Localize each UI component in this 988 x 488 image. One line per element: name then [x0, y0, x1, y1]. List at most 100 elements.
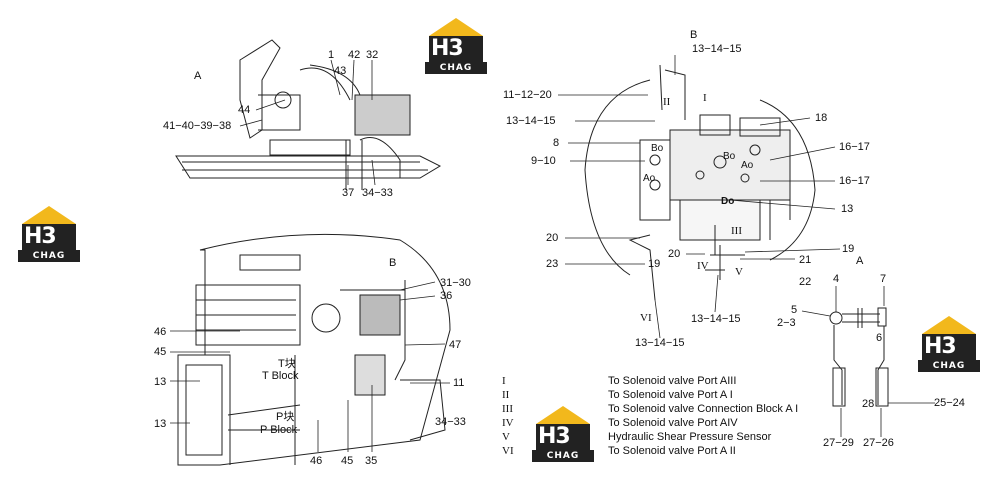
callout-31-30: 31−30 [440, 277, 471, 289]
p-block-label-cn: P块 [276, 411, 295, 423]
callout-13-upper: 13 [154, 376, 167, 388]
callout-41-38: 41−40−39−38 [163, 120, 232, 132]
t-block-label-cn: T块 [278, 358, 296, 370]
legend-text-6: To Solenoid valve Port A II [608, 445, 736, 457]
logo-house-icon [536, 406, 590, 450]
callout-13-14-15-left: 13−14−15 [506, 115, 556, 127]
port-do: Do [721, 196, 735, 207]
sensor-bracket-drawing [829, 307, 889, 407]
callout-27-29: 27−29 [823, 437, 854, 449]
logo-wordmark: CHAG [532, 450, 594, 462]
callout-13-valve: 13 [841, 203, 854, 215]
callout-34-33-top: 34−33 [362, 187, 393, 199]
logo-house-icon [922, 316, 976, 360]
callout-16-17-lower: 16−17 [839, 175, 870, 187]
brand-logo: H3 CHAG [425, 16, 487, 74]
legend-roman-6: VI [502, 445, 514, 457]
legend-text-1: To Solenoid valve Port AIII [608, 375, 737, 387]
callout-32: 32 [366, 49, 379, 61]
callout-43: 43 [334, 65, 347, 77]
callout-20-left: 20 [546, 232, 559, 244]
callout-4: 4 [833, 273, 840, 285]
legend-text-2: To Solenoid valve Port A I [608, 389, 733, 401]
logo-mark: H3 [431, 36, 464, 61]
roman-iii-valve: III [731, 225, 742, 237]
view-b-left-title: B [389, 257, 397, 269]
port-ao-left: Ao [643, 173, 656, 184]
callout-27-26: 27−26 [863, 437, 894, 449]
p-block-label-en: P Block [260, 424, 298, 436]
valve-block-drawing [584, 64, 816, 301]
legend-roman-1: I [502, 375, 506, 387]
callout-21: 21 [799, 254, 812, 266]
roman-v-valve: V [735, 266, 743, 278]
view-a-title: A [194, 70, 202, 82]
logo-mark: H3 [538, 424, 571, 449]
port-bo-right: Bo [723, 151, 736, 162]
logo-wordmark: CHAG [918, 360, 980, 372]
logo-mark: H3 [24, 224, 57, 249]
leader-lines [170, 55, 935, 452]
callout-42: 42 [348, 49, 361, 61]
callout-13-14-15-top: 13−14−15 [692, 43, 742, 55]
roman-i-valve: I [703, 92, 707, 104]
logo-wordmark: CHAG [18, 250, 80, 262]
legend-text-4: To Solenoid valve Port AIV [608, 417, 738, 429]
callout-6: 6 [876, 332, 883, 344]
callout-45-left: 45 [154, 346, 167, 358]
callout-36: 36 [440, 290, 453, 302]
legend-roman-4: IV [502, 417, 514, 429]
port-bo-left: Bo [651, 143, 664, 154]
logo-house-icon [22, 206, 76, 250]
callout-9-10: 9−10 [531, 155, 556, 167]
callout-2-3: 2−3 [777, 317, 796, 329]
callout-23: 23 [546, 258, 559, 270]
callout-28: 28 [862, 398, 875, 410]
legend-text-3: To Solenoid valve Connection Block A I [608, 403, 799, 415]
callout-13-14-15-mid: 13−14−15 [691, 313, 741, 325]
legend-roman-3: III [502, 403, 513, 415]
legend-roman-2: II [502, 389, 510, 401]
roman-vi-valve: VI [640, 312, 652, 324]
callout-46-bottom: 46 [310, 455, 323, 467]
legend-roman-5: V [502, 431, 510, 443]
callout-22: 22 [799, 276, 812, 288]
view-b-title: B [690, 29, 698, 41]
logo-mark: H3 [924, 334, 957, 359]
callout-18: 18 [815, 112, 828, 124]
callout-19-right: 19 [842, 243, 855, 255]
t-block-label-en: T Block [262, 370, 299, 382]
legend-text-5: Hydraulic Shear Pressure Sensor [608, 431, 772, 443]
callout-37: 37 [342, 187, 355, 199]
callout-13-lower: 13 [154, 418, 167, 430]
callout-20-mid: 20 [668, 248, 681, 260]
brand-logo: H3 CHAG [918, 314, 980, 372]
callout-35: 35 [365, 455, 378, 467]
view-a-small-title: A [856, 255, 864, 267]
callout-13-14-15-bottom: 13−14−15 [635, 337, 685, 349]
callout-5: 5 [791, 304, 798, 316]
callout-25-24: 25−24 [934, 397, 965, 409]
view-b-left-frame-drawing [177, 233, 451, 466]
callout-44: 44 [238, 104, 251, 116]
logo-wordmark: CHAG [425, 62, 487, 74]
brand-logo: H3 CHAG [18, 204, 80, 262]
logo-house-icon [429, 18, 483, 62]
roman-ii-valve: II [663, 96, 671, 108]
callout-8: 8 [553, 137, 560, 149]
callout-46-left: 46 [154, 326, 167, 338]
callout-1: 1 [328, 49, 335, 61]
callout-47: 47 [449, 339, 462, 351]
callout-16-17-upper: 16−17 [839, 141, 870, 153]
callout-11: 11 [453, 377, 465, 389]
roman-iv-valve: IV [697, 260, 709, 272]
callout-34-33-bottom: 34−33 [435, 416, 466, 428]
port-ao-right: Ao [741, 160, 754, 171]
callout-45-bottom: 45 [341, 455, 354, 467]
callout-11-12-20: 11−12−20 [503, 89, 552, 101]
brand-logo: H3 CHAG [532, 404, 594, 462]
view-a-excavator-drawing [175, 39, 442, 190]
callout-19-left: 19 [648, 258, 661, 270]
callout-7: 7 [880, 273, 887, 285]
